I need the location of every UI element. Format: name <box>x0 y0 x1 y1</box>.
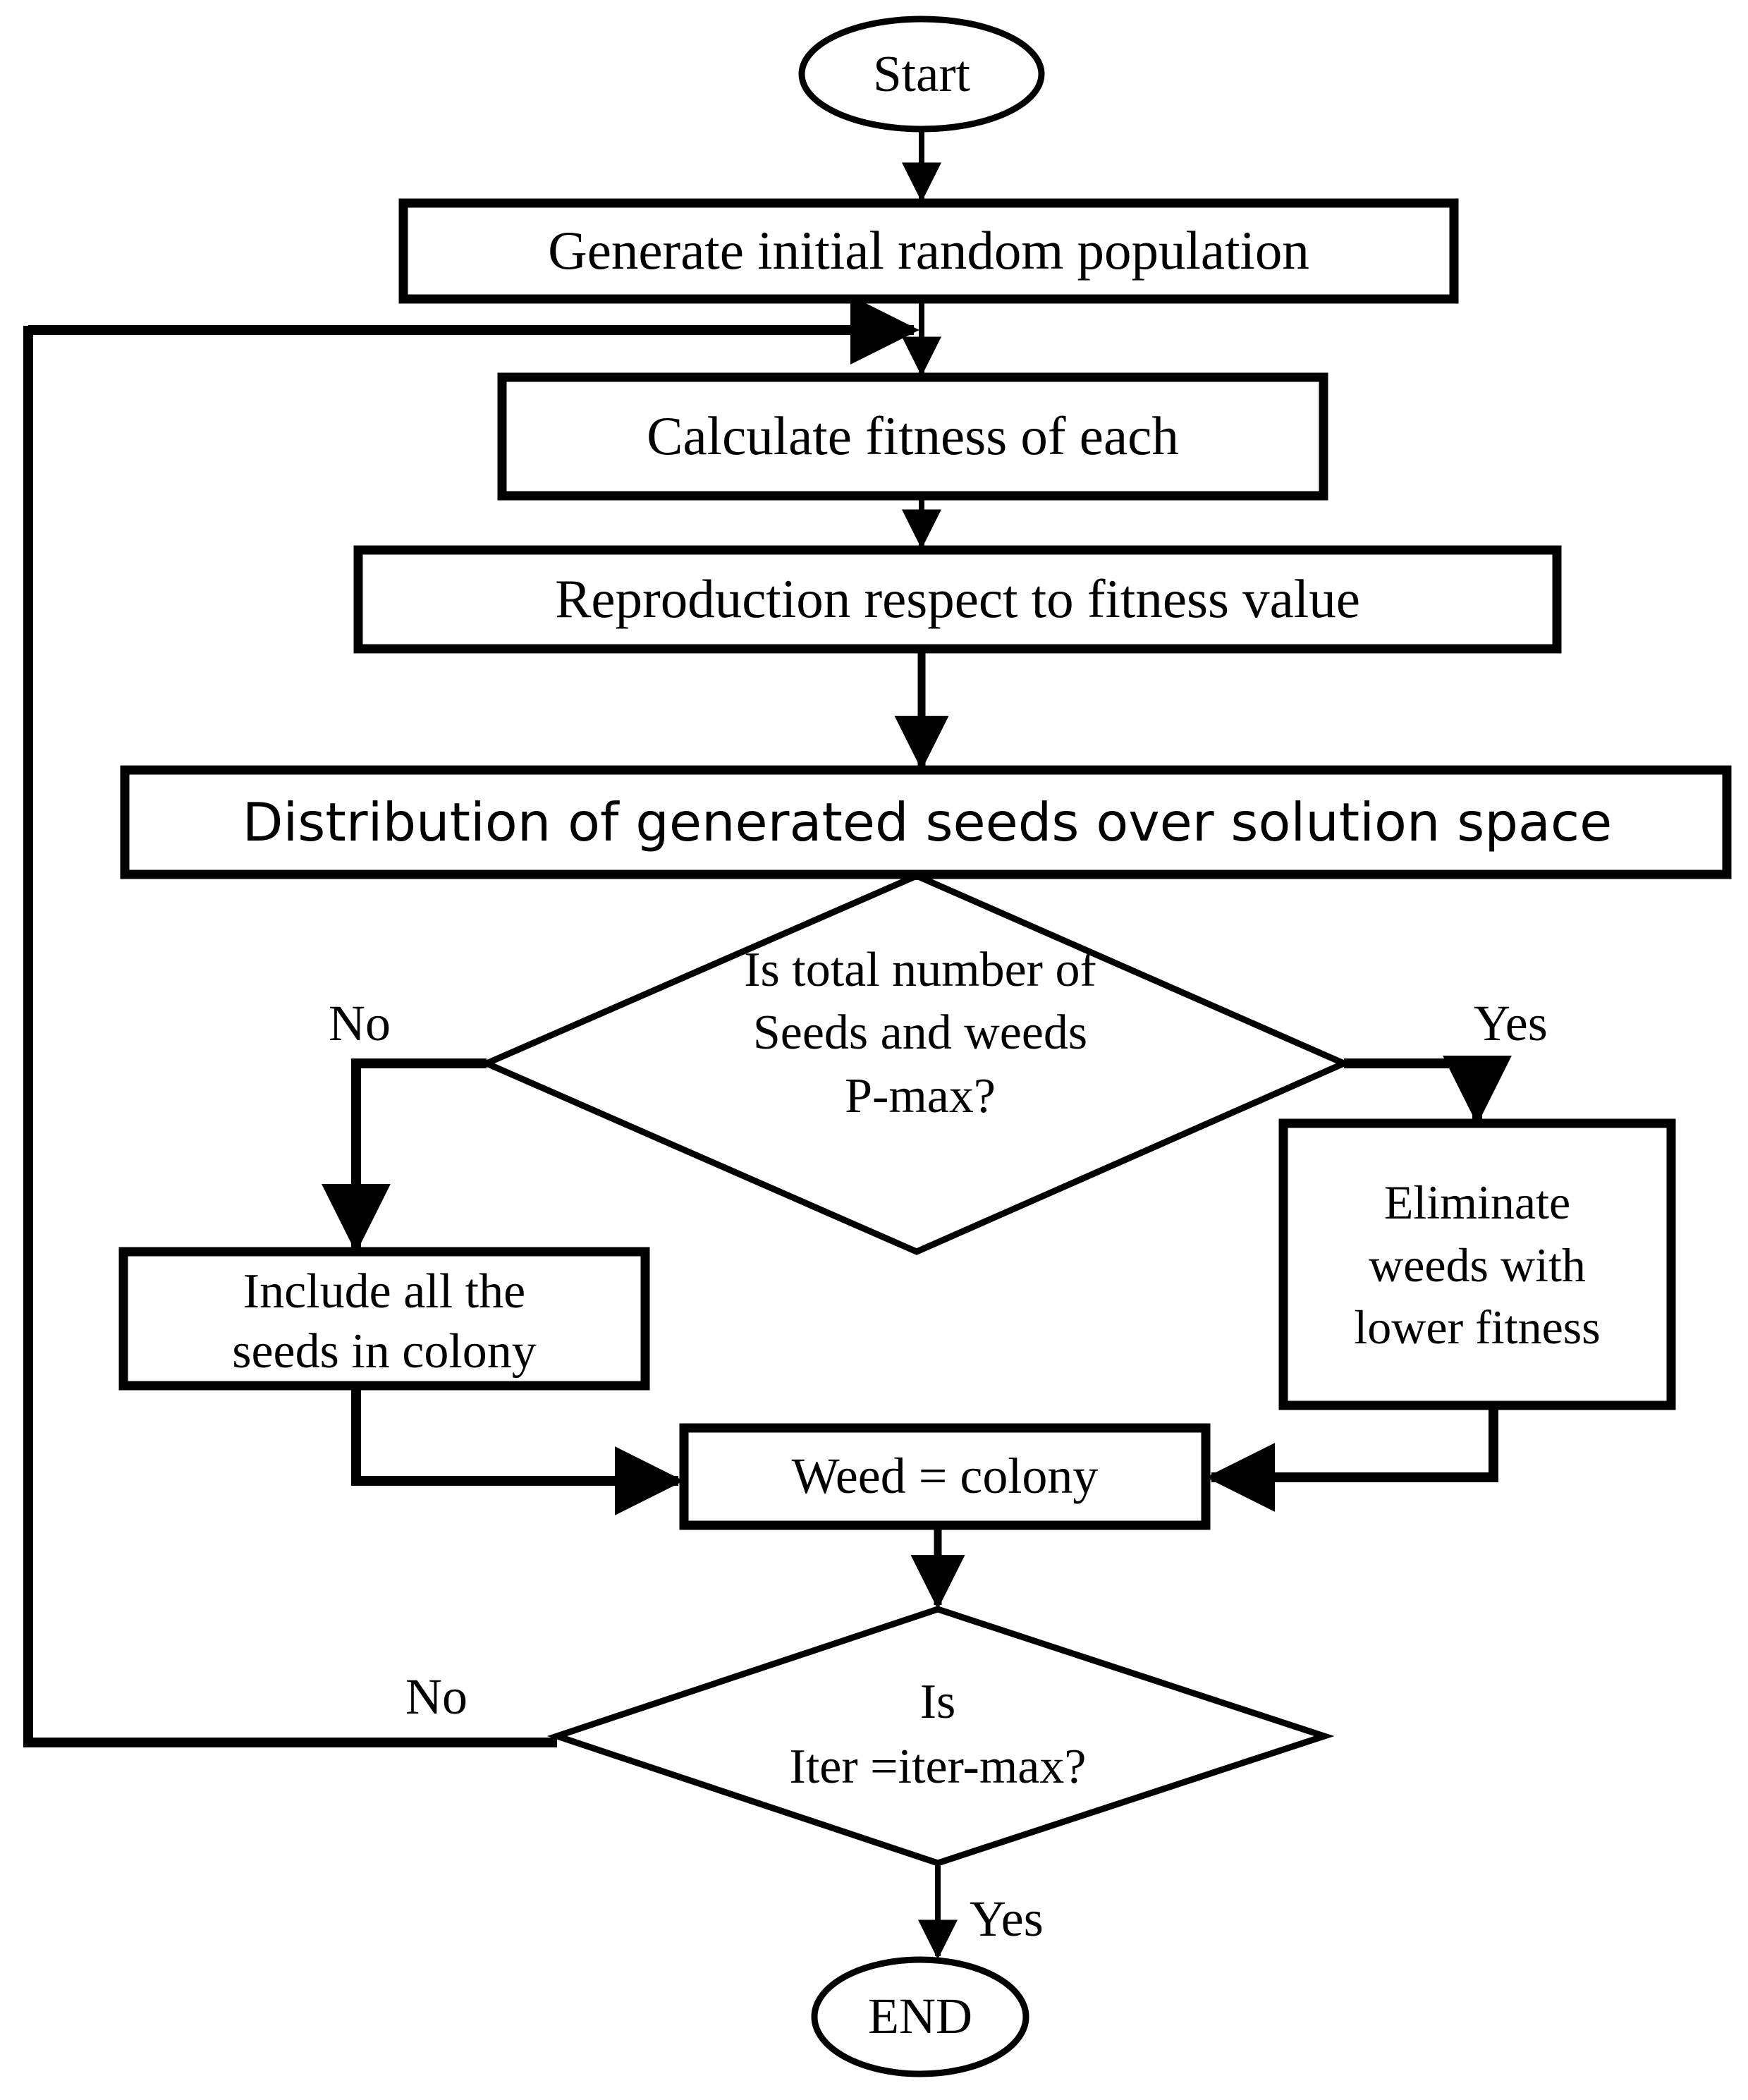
reproduction-shape <box>353 545 1562 654</box>
edge-eliminate-to-weed <box>1206 1405 1498 1512</box>
end-node-shape <box>811 1956 1029 2077</box>
weed-colony-shape <box>679 1423 1211 1530</box>
edge-iter-no <box>23 326 557 1747</box>
edge-include-to-weed <box>351 1386 684 1515</box>
calculate-fitness-shape <box>497 372 1328 501</box>
generate-population-shape <box>398 198 1459 304</box>
decision-pmax-shape <box>478 872 1352 1255</box>
edge-label-iter-no: No <box>405 1668 467 1725</box>
decision-iter-shape <box>546 1606 1335 1867</box>
distribution-shape <box>120 765 1732 879</box>
edge-label-pmax-no: No <box>329 995 391 1051</box>
edge-pmax-no <box>322 1058 487 1253</box>
edge-pmax-yes <box>1344 1055 1512 1125</box>
start-node-shape <box>798 16 1045 133</box>
edge-label-pmax-yes: Yes <box>1474 995 1548 1051</box>
eliminate-weeds-shape <box>1278 1118 1676 1410</box>
include-seeds-shape <box>118 1247 650 1391</box>
edge-label-iter-yes: Yes <box>970 1891 1044 1947</box>
